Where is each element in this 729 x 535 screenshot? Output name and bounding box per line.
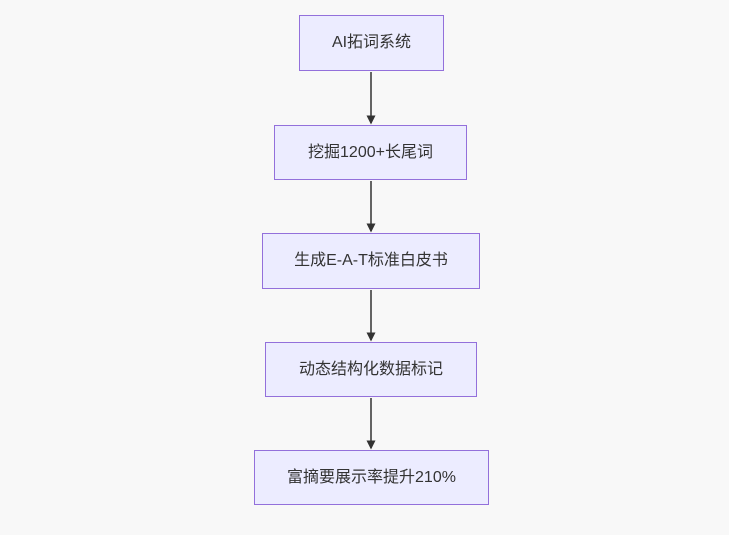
flowchart-node-step2: 挖掘1200+长尾词 (274, 125, 467, 180)
flowchart-node-step5: 富摘要展示率提升210% (254, 450, 489, 505)
node-label-step1: AI拓词系统 (331, 34, 412, 52)
flowchart-node-step1: AI拓词系统 (299, 15, 444, 71)
node-label-step3: 生成E-A-T标准白皮书 (294, 252, 448, 270)
flowchart-node-step3: 生成E-A-T标准白皮书 (262, 233, 480, 289)
node-label-step2: 挖掘1200+长尾词 (308, 143, 433, 161)
node-label-step4: 动态结构化数据标记 (298, 360, 443, 378)
flowchart-node-step4: 动态结构化数据标记 (265, 342, 477, 397)
node-label-step5: 富摘要展示率提升210% (287, 468, 456, 486)
